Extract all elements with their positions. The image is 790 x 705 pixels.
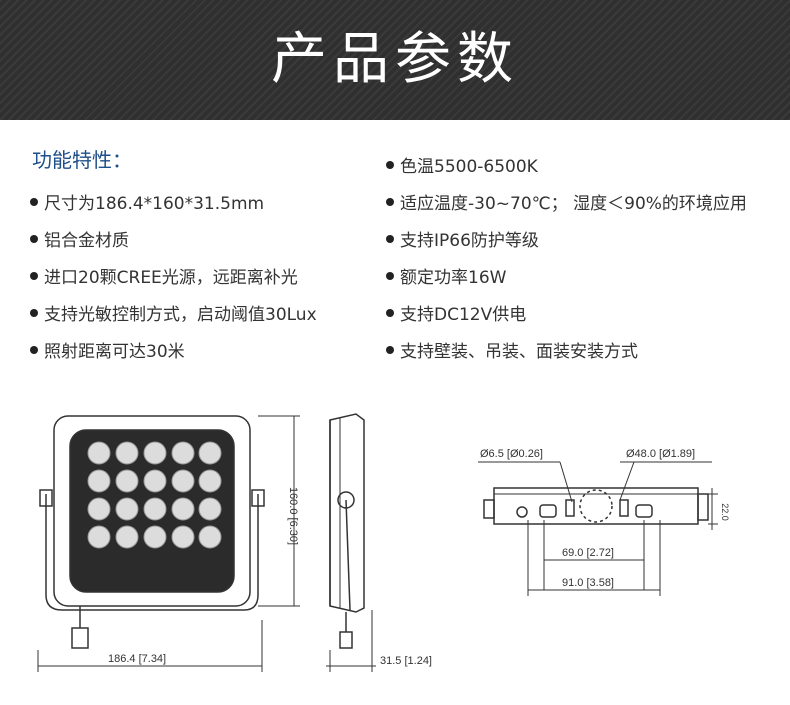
dim-label-depth: 31.5 [1.24] — [380, 655, 432, 667]
mount-detail-view — [478, 461, 718, 596]
led — [198, 497, 222, 521]
bolt-left — [565, 499, 575, 517]
page-title: 产品参数 — [271, 27, 519, 92]
led — [198, 525, 222, 549]
bullet-icon — [386, 272, 394, 280]
plate-end-left — [483, 499, 495, 519]
side-view — [326, 413, 376, 672]
led — [171, 497, 195, 521]
mount-plate — [493, 487, 699, 525]
dim-label-hole: Ø6.5 [Ø0.26] — [480, 448, 543, 460]
feature-item: 额定功率16W — [386, 266, 506, 290]
bracket-knob-left — [39, 489, 53, 507]
front-view — [37, 415, 300, 672]
led — [143, 469, 167, 493]
dim-label-outer: 91.0 [3.58] — [562, 577, 614, 589]
cable-connector — [71, 627, 89, 649]
feature-item: 支持壁装、吊装、面装安装方式 — [386, 340, 638, 364]
plate-end-right — [697, 493, 709, 521]
led-array — [87, 441, 222, 549]
bullet-icon — [30, 272, 38, 280]
led — [115, 469, 139, 493]
led — [115, 525, 139, 549]
feature-item: 尺寸为186.4*160*31.5mm — [30, 192, 264, 216]
led — [171, 469, 195, 493]
dim-label-height: 160.0 [6.30] — [287, 487, 299, 545]
feature-item: 色温5500-6500K — [386, 155, 538, 179]
feature-item: 支持IP66防护等级 — [386, 229, 539, 253]
feature-item: 支持DC12V供电 — [386, 303, 526, 327]
feature-item: 进口20颗CREE光源，远距离补光 — [30, 266, 298, 290]
bullet-icon — [386, 161, 394, 169]
bullet-icon — [30, 235, 38, 243]
section-heading: 功能特性： — [32, 148, 132, 172]
front-housing — [53, 415, 251, 607]
center-ring — [579, 489, 613, 523]
dim-label-width: 186.4 [7.34] — [108, 653, 166, 665]
feature-item: 照射距离可达30米 — [30, 340, 185, 364]
feature-item: 适应温度-30~70℃； 湿度＜90%的环境应用 — [386, 192, 747, 216]
led — [198, 469, 222, 493]
bullet-icon — [30, 346, 38, 354]
led — [87, 525, 111, 549]
bullet-icon — [386, 235, 394, 243]
led — [171, 525, 195, 549]
feature-item: 支持光敏控制方式，启动阈值30Lux — [30, 303, 317, 327]
dim-label-inner: 69.0 [2.72] — [562, 547, 614, 559]
led — [143, 525, 167, 549]
led — [87, 497, 111, 521]
led — [198, 441, 222, 465]
dim-label-ring: Ø48.0 [Ø1.89] — [626, 448, 695, 460]
header-banner: 产品参数 — [0, 0, 790, 120]
slot-left — [539, 504, 557, 518]
bullet-icon — [386, 346, 394, 354]
bullet-icon — [386, 309, 394, 317]
bolt-right — [619, 499, 629, 517]
feature-item: 铝合金材质 — [30, 229, 129, 253]
led — [115, 497, 139, 521]
led — [115, 441, 139, 465]
mount-bracket — [45, 494, 259, 611]
led — [143, 497, 167, 521]
led — [143, 441, 167, 465]
slot-right — [635, 504, 653, 518]
led — [87, 441, 111, 465]
side-connector — [339, 631, 353, 649]
bullet-icon — [30, 198, 38, 206]
dim-label-small: 22.0 — [720, 503, 730, 521]
bracket-knob-right — [251, 489, 265, 507]
bullet-icon — [386, 198, 394, 206]
bullet-icon — [30, 309, 38, 317]
led — [171, 441, 195, 465]
plate-hole — [516, 506, 528, 518]
led — [87, 469, 111, 493]
